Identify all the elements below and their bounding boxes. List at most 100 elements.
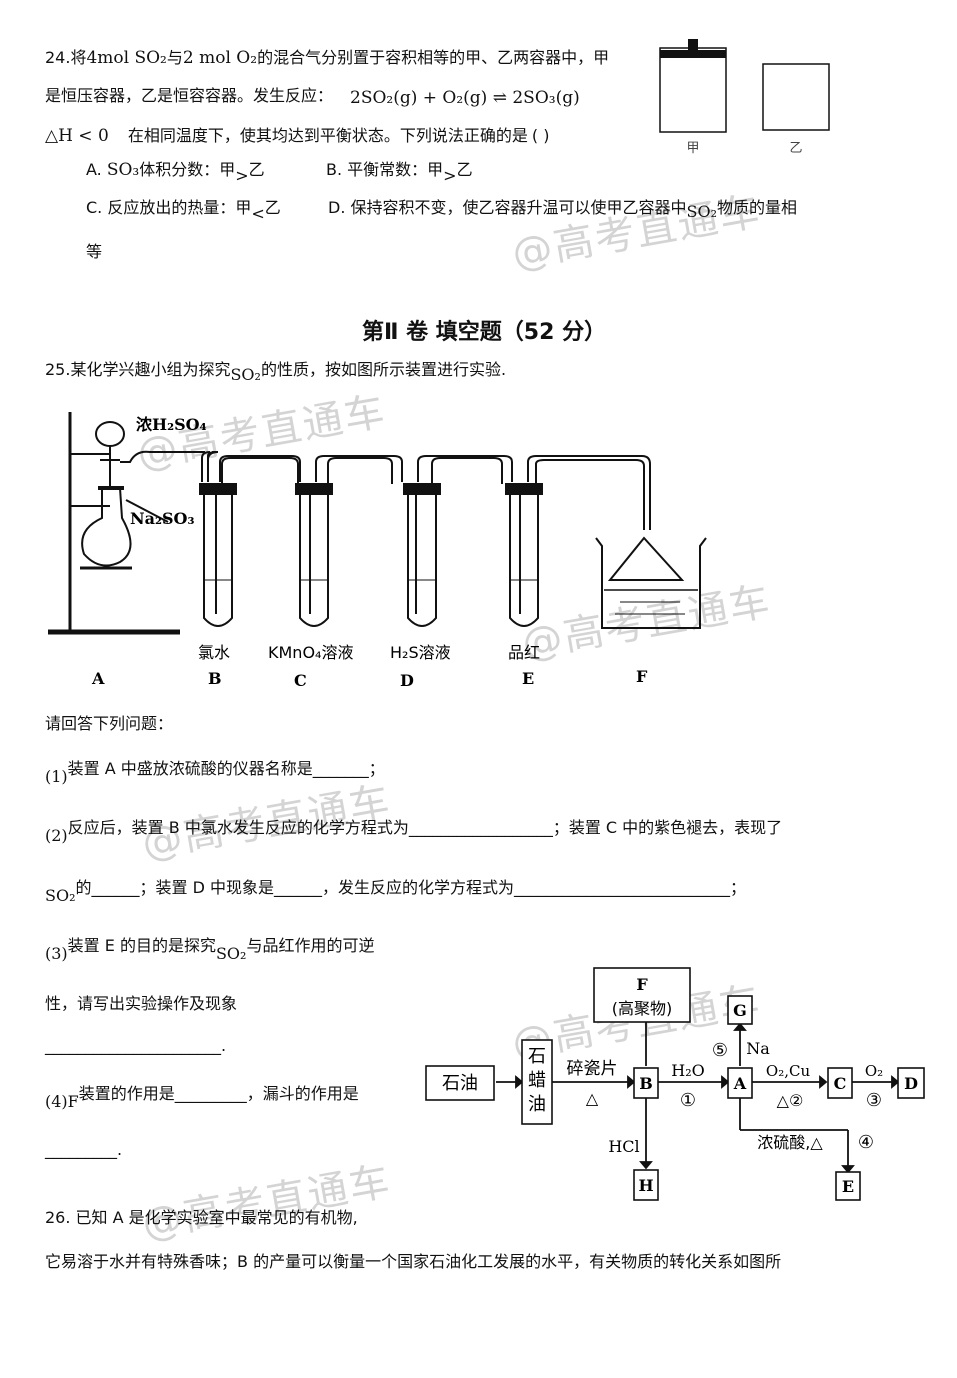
part-text: 的______；装置 D 中现象是______，发生反应的化学方程式为_____… — [75, 878, 747, 897]
part-text: 装置 A 中盛放浓硫酸的仪器名称是_______； — [67, 759, 385, 778]
label-b: B — [208, 669, 222, 688]
option-text: 乙 — [456, 160, 473, 179]
q25-part3: (3)装置 E 的目的是探究SO₂与品红作用的可逆 — [45, 932, 375, 963]
formula-so2: SO₂ — [230, 365, 261, 384]
cond-3: ③ — [866, 1090, 882, 1111]
box-f — [593, 967, 691, 1023]
q24-answer-blank: ( ) — [531, 126, 550, 145]
q24-text: 的混合气分别置于容积相等的甲、乙两容器中，甲 — [257, 48, 610, 67]
option-letter: A. — [86, 160, 102, 179]
cond-o2: O₂ — [865, 1062, 883, 1080]
q24-delta-h: △H < 0 — [45, 126, 109, 146]
node-d: D — [904, 1074, 918, 1093]
comparison-sign: > — [235, 166, 249, 185]
q25-part3-cont: 性，请写出实验操作及现象 — [45, 994, 238, 1013]
box-b — [633, 1067, 659, 1099]
label-jia: 甲 — [686, 141, 699, 156]
cond-2: △② — [777, 1091, 804, 1110]
part-text: 装置的作用是_________，漏斗的作用是 — [78, 1084, 359, 1103]
section-title: 第Ⅱ 卷 填空题（52 分） — [362, 320, 607, 345]
q24-option-a: A. SO₃体积分数：甲>乙 — [86, 156, 265, 185]
box-h — [633, 1169, 659, 1201]
q26-line2: 它易溶于水并有特殊香味；B 的产量可以衡量一个国家石油化工发展的水平，有关物质的… — [45, 1252, 782, 1271]
node-f-polymer: (高聚物) — [612, 999, 673, 1018]
q24-equation: 2SO₂(g) + O₂(g) ⇌ 2SO₃(g) — [350, 88, 580, 108]
part-text: 与品红作用的可逆 — [246, 936, 375, 955]
q25-intro: 25.某化学兴趣小组为探究SO₂的性质，按如图所示装置进行实验. — [45, 356, 506, 384]
option-text: 体积分数：甲 — [139, 160, 236, 179]
box-oil — [425, 1065, 495, 1101]
cond-h2o: H₂O — [671, 1061, 704, 1080]
container-jia — [659, 47, 727, 133]
q25-part1: (1)装置 A 中盛放浓硫酸的仪器名称是_______； — [45, 755, 385, 786]
piston — [660, 50, 726, 58]
label-c: C — [294, 671, 307, 690]
cond-ceramic: 碎瓷片 — [567, 1059, 618, 1079]
q24-number: 24.将 — [45, 48, 87, 67]
label-na2so3: Na₂SO₃ — [130, 509, 195, 528]
label-h2s: H₂S溶液 — [390, 643, 451, 662]
label-yi: 乙 — [789, 141, 802, 156]
node-wax-2: 蜡 — [528, 1070, 546, 1091]
flow-chart: 石油 石 蜡 油 碎瓷片 △ B H₂O ① A O₂,Cu △② C O₂ ③… — [425, 967, 925, 1201]
option-text: 乙 — [264, 198, 281, 217]
cond-heat: △ — [586, 1089, 599, 1108]
q25-part3-blank: ______________________. — [45, 1036, 227, 1055]
q24-line1: 24.将4mol SO₂与2 mol O₂的混合气分别置于容积相等的甲、乙两容器… — [45, 44, 609, 68]
q24-text: 是恒压容器，乙是恒容容器。发生反应： — [45, 86, 334, 105]
label-conc-h2so4: 浓H₂SO₄ — [136, 415, 207, 434]
q26-line1: 26. 已知 A 是化学实验室中最常见的有机物, — [45, 1208, 358, 1227]
comparison-sign: > — [443, 166, 457, 185]
label-chlorine-water: 氯水 — [198, 643, 230, 662]
q24-line3: △H < 0 在相同温度下，使其均达到平衡状态。下列说法正确的是( ) — [45, 122, 549, 146]
node-c: C — [834, 1074, 847, 1093]
q25-ask: 请回答下列问题： — [45, 714, 174, 733]
cond-1: ① — [680, 1090, 696, 1111]
box-c — [827, 1067, 853, 1099]
option-text: D. 保持容积不变，使乙容器升温可以使甲乙容器中 — [328, 198, 687, 217]
q24-line2: 是恒压容器，乙是恒容容器。发生反应： — [45, 82, 333, 106]
q24-formula-o2: 2 mol O₂ — [182, 48, 258, 68]
label-a: A — [91, 669, 105, 688]
part-number: (3) — [45, 944, 68, 963]
node-wax-1: 石 — [528, 1046, 546, 1067]
q25-part4: (4)F装置的作用是_________，漏斗的作用是 — [45, 1080, 359, 1111]
node-a: A — [733, 1074, 747, 1093]
formula-so3: SO₃ — [106, 160, 140, 180]
node-f: F — [636, 975, 648, 994]
container-yi — [762, 63, 830, 131]
part-number: (4)F — [45, 1092, 79, 1111]
part-number: (1) — [45, 767, 68, 786]
q24-text: 在相同温度下，使其均达到平衡状态。下列说法正确的是 — [127, 126, 528, 145]
q24-option-c: C. 反应放出的热量：甲<乙 — [86, 194, 281, 223]
label-f: F — [636, 667, 648, 686]
label-kmno4: KMnO₄溶液 — [268, 643, 353, 662]
box-d — [897, 1067, 925, 1099]
q24-formula-so2: 4mol SO₂ — [86, 48, 167, 68]
formula-so2: SO₂ — [215, 944, 247, 963]
apparatus-diagram: 浓H₂SO₄ Na₂SO₃ 氯水 KMnO₄溶液 H₂S溶液 品红 A B C … — [48, 412, 707, 690]
container-figure: 甲 乙 — [659, 39, 830, 156]
q25-part2-cont: SO₂的______；装置 D 中现象是______，发生反应的化学方程式为__… — [45, 874, 747, 905]
comparison-sign: < — [251, 204, 265, 223]
cond-5: ⑤ — [712, 1040, 728, 1061]
part-text: 装置 E 的目的是探究 — [67, 936, 216, 955]
piston-rod — [688, 39, 698, 51]
label-d: D — [400, 671, 414, 690]
box-a — [727, 1067, 753, 1099]
cond-na: Na — [746, 1039, 770, 1058]
option-text: 物质的量相 — [717, 198, 798, 217]
watermark: @高考直通车 — [138, 1158, 395, 1248]
node-oil: 石油 — [442, 1073, 478, 1094]
box-wax — [521, 1039, 553, 1125]
label-pinghong: 品红 — [508, 643, 540, 662]
node-b: B — [639, 1074, 653, 1093]
formula-so2: SO₂ — [686, 202, 718, 221]
label-e: E — [522, 669, 534, 688]
option-text: B. 平衡常数：甲 — [326, 160, 444, 179]
q24-option-b: B. 平衡常数：甲>乙 — [326, 156, 473, 185]
q24-option-d: D. 保持容积不变，使乙容器升温可以使甲乙容器中SO₂物质的量相 — [328, 194, 798, 221]
q24-text: 与 — [166, 48, 183, 67]
part-text: 反应后，装置 B 中氯水发生反应的化学方程式为_________________… — [67, 818, 783, 837]
cond-conc-acid: 浓硫酸,△ — [757, 1133, 823, 1152]
